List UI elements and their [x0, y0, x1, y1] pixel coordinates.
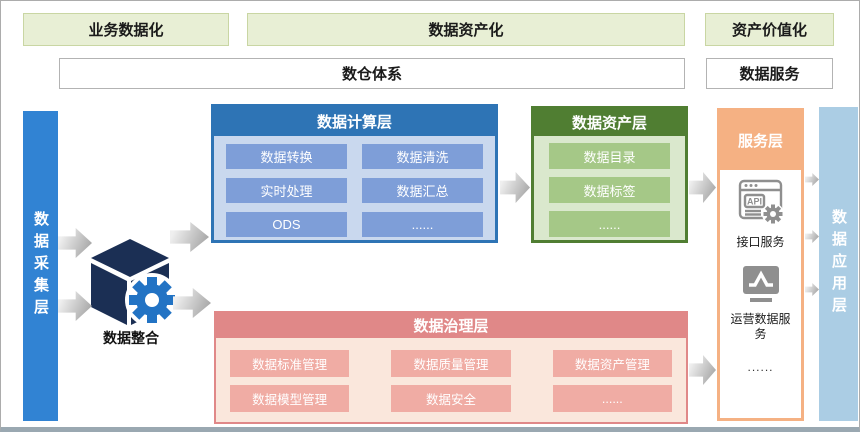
layer-title: 数据资产层 [534, 109, 685, 136]
service-more-label: ...... [747, 360, 774, 374]
governance-items: 数据标准管理 数据质量管理 数据资产管理 数据模型管理 数据安全 ...... [216, 338, 686, 424]
compute-item: 数据汇总 [362, 178, 483, 203]
banner-data-assetization: 数据资产化 [247, 13, 685, 46]
asset-items: 数据目录 数据标签 ...... [534, 136, 685, 244]
compute-item: 数据转换 [226, 144, 347, 169]
api-icon-text: API [746, 197, 761, 207]
layer-service: 服务层 API [717, 108, 804, 421]
banner-label: 资产价值化 [731, 22, 807, 39]
ops-data-chart-icon [741, 264, 781, 309]
flow-arrow-service-to-app-1 [805, 173, 819, 186]
flow-arrow-compute-to-asset [500, 172, 530, 203]
flow-arrow-service-to-app-3 [805, 283, 819, 296]
layer-data-asset: 数据资产层 数据目录 数据标签 ...... [531, 106, 688, 243]
governance-item: ...... [552, 385, 672, 412]
compute-item: ...... [362, 212, 483, 237]
flow-arrow-governance-to-service [689, 355, 716, 385]
flow-arrow-asset-to-service [689, 172, 716, 203]
banner-data-service: 数据服务 [706, 58, 833, 89]
governance-item: 数据资产管理 [552, 350, 672, 377]
banner-label: 数仓体系 [341, 66, 402, 83]
flow-arrow-integrate-to-governance [173, 288, 211, 318]
data-integration-cube-gear-icon [85, 237, 179, 327]
banner-label: 数据服务 [739, 66, 800, 83]
api-service-label: 接口服务 [736, 235, 785, 249]
layer-data-governance: 数据治理层 数据标准管理 数据质量管理 数据资产管理 数据模型管理 数据安全 .… [214, 311, 688, 424]
compute-item: 数据清洗 [362, 144, 483, 169]
api-service-icon: API [737, 177, 785, 232]
layer-title: 数据计算层 [214, 107, 495, 136]
banner-label: 业务数据化 [88, 22, 164, 39]
layer-title: 服务层 [737, 133, 783, 150]
layer-label: 数据应用层 [830, 209, 847, 319]
banner-label: 数据资产化 [428, 22, 504, 39]
governance-item: 数据标准管理 [230, 350, 350, 377]
compute-item: 实时处理 [226, 178, 347, 203]
compute-items: 数据转换 数据清洗 实时处理 数据汇总 ODS ...... [214, 136, 495, 245]
layer-data-compute: 数据计算层 数据转换 数据清洗 实时处理 数据汇总 ODS ...... [211, 104, 498, 243]
layer-data-application: 数据应用层 [819, 107, 858, 421]
data-integration-label: 数据整合 [103, 330, 159, 346]
asset-item: 数据标签 [549, 177, 670, 203]
flow-arrow-service-to-app-2 [805, 230, 819, 243]
layer-data-collection: 数据采集层 [23, 111, 58, 421]
asset-item: ...... [549, 211, 670, 237]
governance-item: 数据质量管理 [391, 350, 511, 377]
banner-data-warehouse-system: 数仓体系 [59, 58, 685, 89]
service-panel: API 接口服务 [720, 170, 801, 418]
ops-data-service-label: 运营数据服务 [730, 312, 791, 341]
governance-item: 数据安全 [391, 385, 511, 412]
compute-item: ODS [226, 212, 347, 237]
layer-label: 数据采集层 [32, 211, 49, 321]
layer-title: 数据治理层 [216, 313, 686, 338]
governance-item: 数据模型管理 [230, 385, 350, 412]
banner-business-dataization: 业务数据化 [23, 13, 229, 46]
banner-asset-valueization: 资产价值化 [705, 13, 834, 46]
asset-item: 数据目录 [549, 143, 670, 169]
